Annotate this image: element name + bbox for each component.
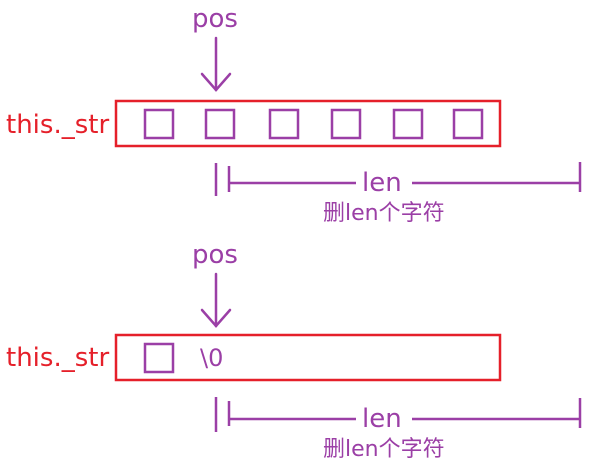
top-pos-arrow [200, 36, 232, 92]
top-sub-label: 删len个字符 [323, 201, 445, 226]
bottom-len-bracket [214, 397, 582, 432]
bottom-string-box [114, 333, 502, 382]
bottom-len-label: len [362, 404, 402, 434]
null-terminator-label: \0 [200, 344, 224, 372]
bottom-pos-label: pos [192, 240, 238, 270]
top-string-box [114, 99, 502, 148]
top-len-label: len [362, 168, 402, 198]
top-var-label: this._str [6, 110, 110, 140]
top-cells [143, 108, 484, 140]
top-cell-6 [452, 108, 484, 140]
bottom-var-label: this._str [6, 343, 110, 373]
top-cell-1 [143, 108, 175, 140]
bottom-cell-1 [143, 342, 175, 374]
bottom-pos-arrow [200, 272, 232, 328]
top-cell-2 [204, 108, 236, 140]
top-pos-label: pos [192, 4, 238, 34]
top-cell-5 [392, 108, 424, 140]
top-len-bracket [214, 162, 582, 196]
top-cell-4 [330, 108, 362, 140]
top-cell-3 [268, 108, 300, 140]
bottom-sub-label: 删len个字符 [323, 437, 445, 462]
